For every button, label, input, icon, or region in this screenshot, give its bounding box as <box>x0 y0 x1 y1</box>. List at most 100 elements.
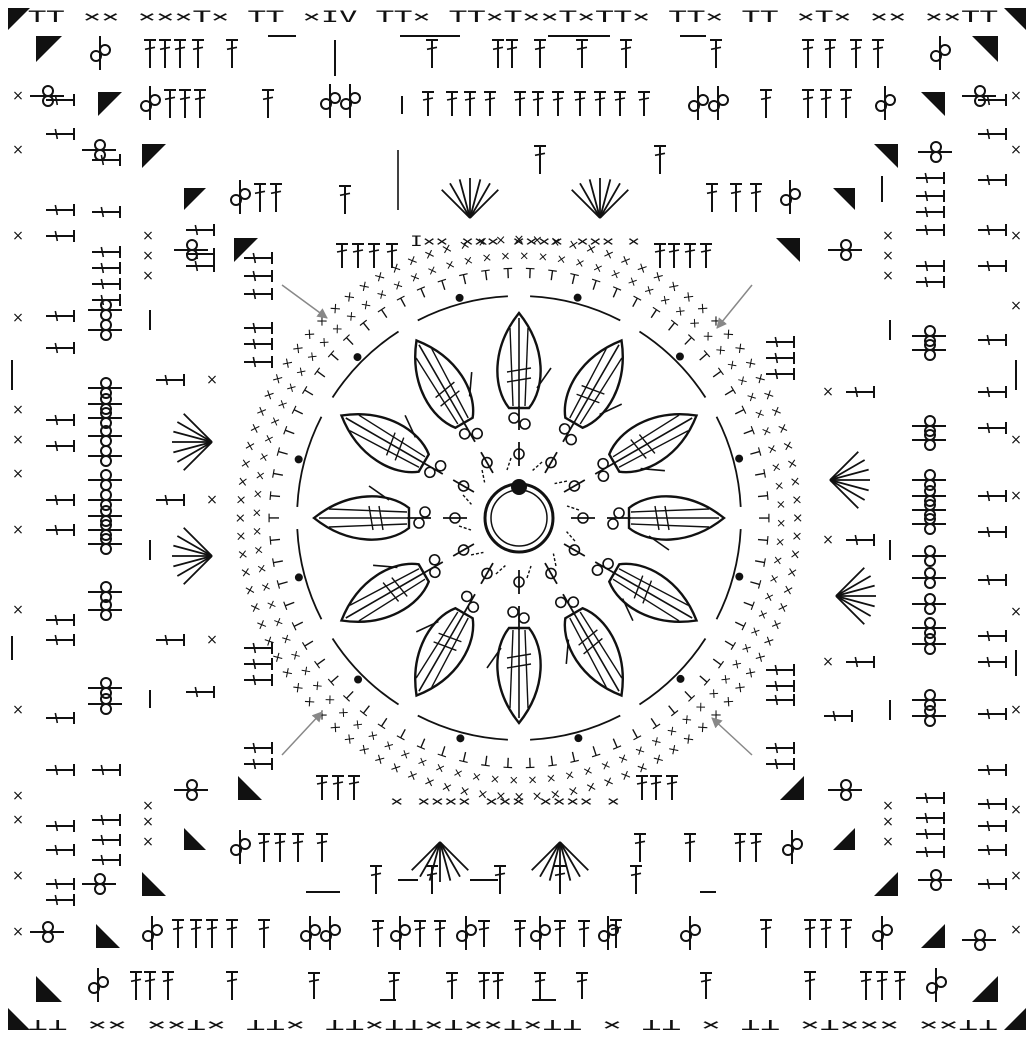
start-dot <box>511 479 527 495</box>
stitch-symbol: T <box>525 754 536 770</box>
stitch-symbol: × <box>12 788 24 804</box>
slip-stitch-dot <box>678 676 684 682</box>
stitch-symbol: × <box>235 475 251 488</box>
stitch-symbol: × <box>527 773 538 787</box>
stitch-symbol: × <box>1010 922 1022 938</box>
stitch-symbol: × <box>142 798 154 814</box>
slip-stitch-dot <box>296 574 302 580</box>
stitch-symbol: × <box>786 548 802 561</box>
stitch-symbol: × <box>234 494 250 506</box>
stitch-symbol: × <box>549 785 562 801</box>
stitch-symbol: × <box>12 88 24 104</box>
stitch-symbol: × <box>882 268 894 284</box>
stitch-symbol: × <box>235 548 251 561</box>
stitch-symbol: × <box>12 466 24 482</box>
stitch-symbol: × <box>1010 702 1022 718</box>
stitch-symbol: × <box>786 475 802 488</box>
stitch-symbol: × <box>531 788 543 804</box>
slip-stitch-dot <box>736 456 742 462</box>
stitch-symbol: × <box>476 785 489 801</box>
stitch-symbol: T <box>503 754 514 770</box>
stitch-symbol: × <box>514 233 525 248</box>
stitch-symbol: × <box>495 233 507 249</box>
stitch-symbol: × <box>774 499 788 510</box>
stitch-symbol: × <box>1010 802 1022 818</box>
stitch-symbol: × <box>519 248 529 262</box>
stitch-symbol: × <box>251 544 266 556</box>
stitch-symbol: × <box>822 384 834 400</box>
stitch-symbol: × <box>250 526 264 537</box>
stitch-symbol: × <box>531 233 543 249</box>
stitch-symbol: × <box>882 814 894 830</box>
stitch-symbol: × <box>882 248 894 264</box>
slip-stitch-dot <box>457 295 463 301</box>
stitch-symbol: × <box>12 402 24 418</box>
stitch-symbol: × <box>12 432 24 448</box>
stitch-symbol: × <box>1010 868 1022 884</box>
stitch-symbol: × <box>773 536 788 547</box>
stitch-symbol: × <box>489 772 500 787</box>
stitch-symbol: × <box>509 773 519 787</box>
slip-stitch-dot <box>575 735 581 741</box>
stitch-symbol: × <box>495 788 507 804</box>
stitch-symbol: T <box>754 490 771 501</box>
stitch-symbol: T <box>754 534 771 545</box>
stitch-symbol: T <box>267 513 283 523</box>
stitch-symbol: × <box>1010 488 1022 504</box>
stitch-symbol: × <box>206 372 218 388</box>
stitch-symbol: T <box>268 491 285 502</box>
stitch-symbol: × <box>234 530 250 542</box>
stitch-symbol: × <box>882 798 894 814</box>
stitch-symbol: × <box>514 789 525 804</box>
stitch-symbol: T <box>502 266 513 282</box>
stitch-symbol: × <box>822 654 834 670</box>
stitch-symbol: × <box>537 249 548 264</box>
stitch-symbol: × <box>12 868 24 884</box>
stitch-symbol: × <box>249 508 263 518</box>
stitch-symbol: × <box>142 268 154 284</box>
stitch-symbol: × <box>206 632 218 648</box>
stitch-symbol: × <box>1010 298 1022 314</box>
stitch-symbol: × <box>1010 142 1022 158</box>
stitch-symbol: T <box>524 266 535 282</box>
stitch-symbol: × <box>206 492 218 508</box>
stitch-symbol: × <box>12 310 24 326</box>
stitch-symbol: × <box>142 248 154 264</box>
stitch-symbol: × <box>882 228 894 244</box>
stitch-symbol: × <box>1010 228 1022 244</box>
stitch-symbol: × <box>549 234 562 250</box>
stitch-symbol: × <box>1010 604 1022 620</box>
stitch-symbol: T <box>755 513 771 523</box>
bottom-outer-stitch-row: ⊥⊥ ×× ××⊥× ⊥⊥× ⊥⊥×⊥⊥×⊥××⊥×⊥⊥ × ⊥⊥ × ⊥⊥ ×… <box>28 1015 998 1034</box>
top-outer-stitch-row: TT ×× ×××T× TT ×IV TT× TT×T××T×TT× TT× T… <box>28 7 999 26</box>
slip-stitch-dot <box>354 354 360 360</box>
stitch-symbol: × <box>1010 432 1022 448</box>
slip-stitch-dot <box>677 353 683 359</box>
stitch-symbol: × <box>822 532 834 548</box>
stitch-symbol: × <box>882 834 894 850</box>
stitch-symbol: × <box>789 494 805 506</box>
stitch-symbol: × <box>12 602 24 618</box>
stitch-symbol: × <box>12 142 24 158</box>
stitch-symbol: × <box>772 480 787 492</box>
stitch-symbol: × <box>774 518 788 528</box>
slip-stitch-dot <box>457 735 463 741</box>
stitch-symbol: × <box>12 924 24 940</box>
stitch-symbol: T <box>268 534 285 545</box>
stitch-symbol: × <box>12 702 24 718</box>
stitch-symbol: × <box>234 513 249 524</box>
stitch-symbol: × <box>142 814 154 830</box>
slip-stitch-dot <box>296 456 302 462</box>
slip-stitch-dot <box>355 677 361 683</box>
stitch-symbol: × <box>790 513 805 524</box>
stitch-symbol: × <box>12 522 24 538</box>
stitch-symbol: × <box>12 812 24 828</box>
stitch-symbol: × <box>12 228 24 244</box>
stitch-symbol: × <box>1010 88 1022 104</box>
stitch-symbol: × <box>789 530 805 542</box>
stitch-symbol: × <box>500 249 511 263</box>
stitch-symbol: × <box>250 488 265 499</box>
stitch-symbol: × <box>545 771 557 786</box>
stitch-symbol: × <box>481 250 493 265</box>
